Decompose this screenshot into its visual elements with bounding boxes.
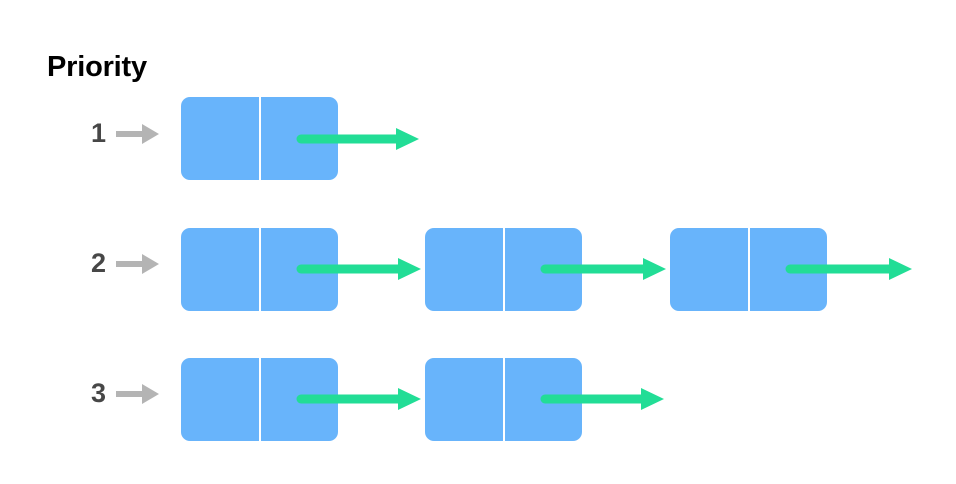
node-cell-divider (748, 228, 750, 311)
node-cell-divider (259, 228, 261, 311)
node-cell-data (425, 228, 503, 311)
node-cell-data (425, 358, 503, 441)
node-cell-data (181, 228, 259, 311)
next-pointer-arrow (296, 128, 419, 150)
priority-level-label-3: 3 (90, 378, 106, 408)
next-pointer-arrow (540, 258, 666, 280)
page-title: Priority (47, 51, 147, 83)
next-pointer-arrow (296, 388, 421, 410)
queue-node[interactable] (181, 358, 338, 441)
next-pointer-arrow (296, 258, 421, 280)
priority-level-label-2: 2 (90, 248, 106, 278)
arrow-right-icon (116, 383, 159, 404)
arrow-right-icon (116, 123, 159, 144)
node-cell-data (181, 97, 259, 180)
node-cell-data (181, 358, 259, 441)
node-cell-divider (259, 97, 261, 180)
arrow-right-icon (116, 253, 159, 274)
row-label-group-3: 3 (88, 380, 162, 407)
node-cell-data (670, 228, 748, 311)
row-label-group-1: 1 (88, 120, 162, 147)
node-cell-divider (503, 228, 505, 311)
next-pointer-arrow (785, 258, 912, 280)
priority-level-label-1: 1 (90, 118, 106, 148)
next-pointer-arrow (540, 388, 664, 410)
row-label-group-2: 2 (88, 250, 162, 277)
node-cell-divider (503, 358, 505, 441)
node-cell-divider (259, 358, 261, 441)
